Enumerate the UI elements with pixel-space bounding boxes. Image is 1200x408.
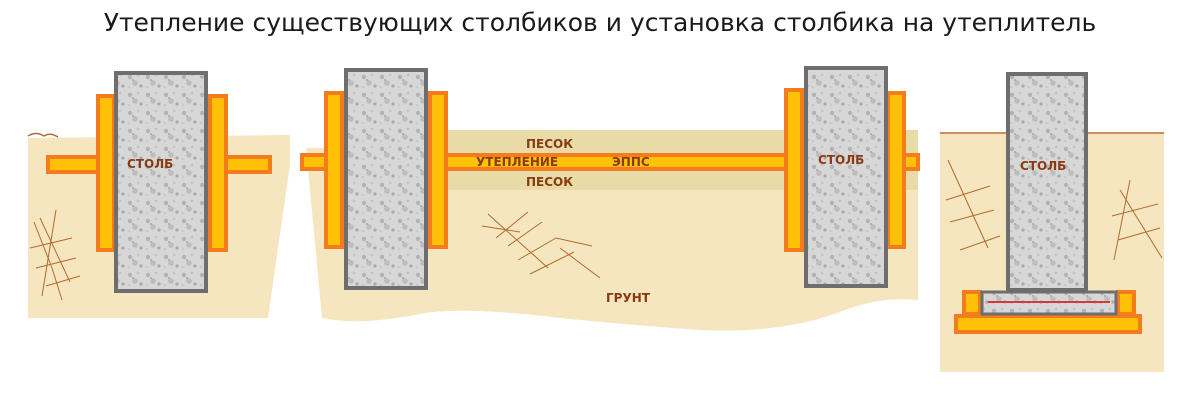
insulation-side-left-a bbox=[96, 94, 116, 252]
post-label-middle-right: СТОЛБ bbox=[818, 153, 864, 167]
sand-label-top: ПЕСОК bbox=[526, 137, 573, 151]
cracks-left bbox=[29, 209, 81, 301]
insulation-slab-side-right bbox=[1116, 290, 1136, 316]
epps-label: ЭППС bbox=[612, 155, 650, 169]
insulation-slab-side-left bbox=[962, 290, 982, 316]
insulation-side-mid-b bbox=[428, 91, 448, 249]
cracks-middle bbox=[481, 211, 601, 279]
insulation-side-left-b bbox=[208, 94, 228, 252]
diagram-title: Утепление существующих столбиков и устан… bbox=[103, 8, 1097, 37]
insulation-layer-right bbox=[902, 153, 920, 171]
insulation-strip-left-b bbox=[224, 155, 272, 174]
panel-right: СТОЛБ bbox=[940, 72, 1164, 372]
cracks-right bbox=[945, 159, 1163, 261]
insulation-label: УТЕПЛЕНИЕ bbox=[476, 155, 558, 169]
ground-line-left bbox=[27, 132, 59, 138]
insulation-side-mid-d bbox=[886, 91, 906, 249]
concrete-post-left bbox=[114, 71, 208, 293]
insulation-slab-bottom bbox=[954, 314, 1142, 334]
soil-middle bbox=[306, 148, 918, 331]
insulation-strip-left-a bbox=[46, 155, 102, 174]
post-label-right: СТОЛБ bbox=[1020, 159, 1066, 173]
panel-left: СТОЛБ bbox=[27, 71, 290, 318]
concrete-post-middle-left bbox=[344, 68, 428, 290]
soil-label: ГРУНТ bbox=[606, 291, 651, 305]
post-label-left: СТОЛБ bbox=[127, 157, 173, 171]
insulation-side-mid-c bbox=[784, 88, 804, 252]
concrete-post-right bbox=[1006, 72, 1088, 292]
panel-middle: ПЕСОК УТЕПЛЕНИЕ ЭППС ПЕСОК ГРУНТ СТОЛБ bbox=[300, 66, 920, 331]
concrete-post-middle-right bbox=[804, 66, 888, 288]
sand-label-bottom: ПЕСОК bbox=[526, 175, 573, 189]
insulation-side-mid-a bbox=[324, 91, 344, 249]
